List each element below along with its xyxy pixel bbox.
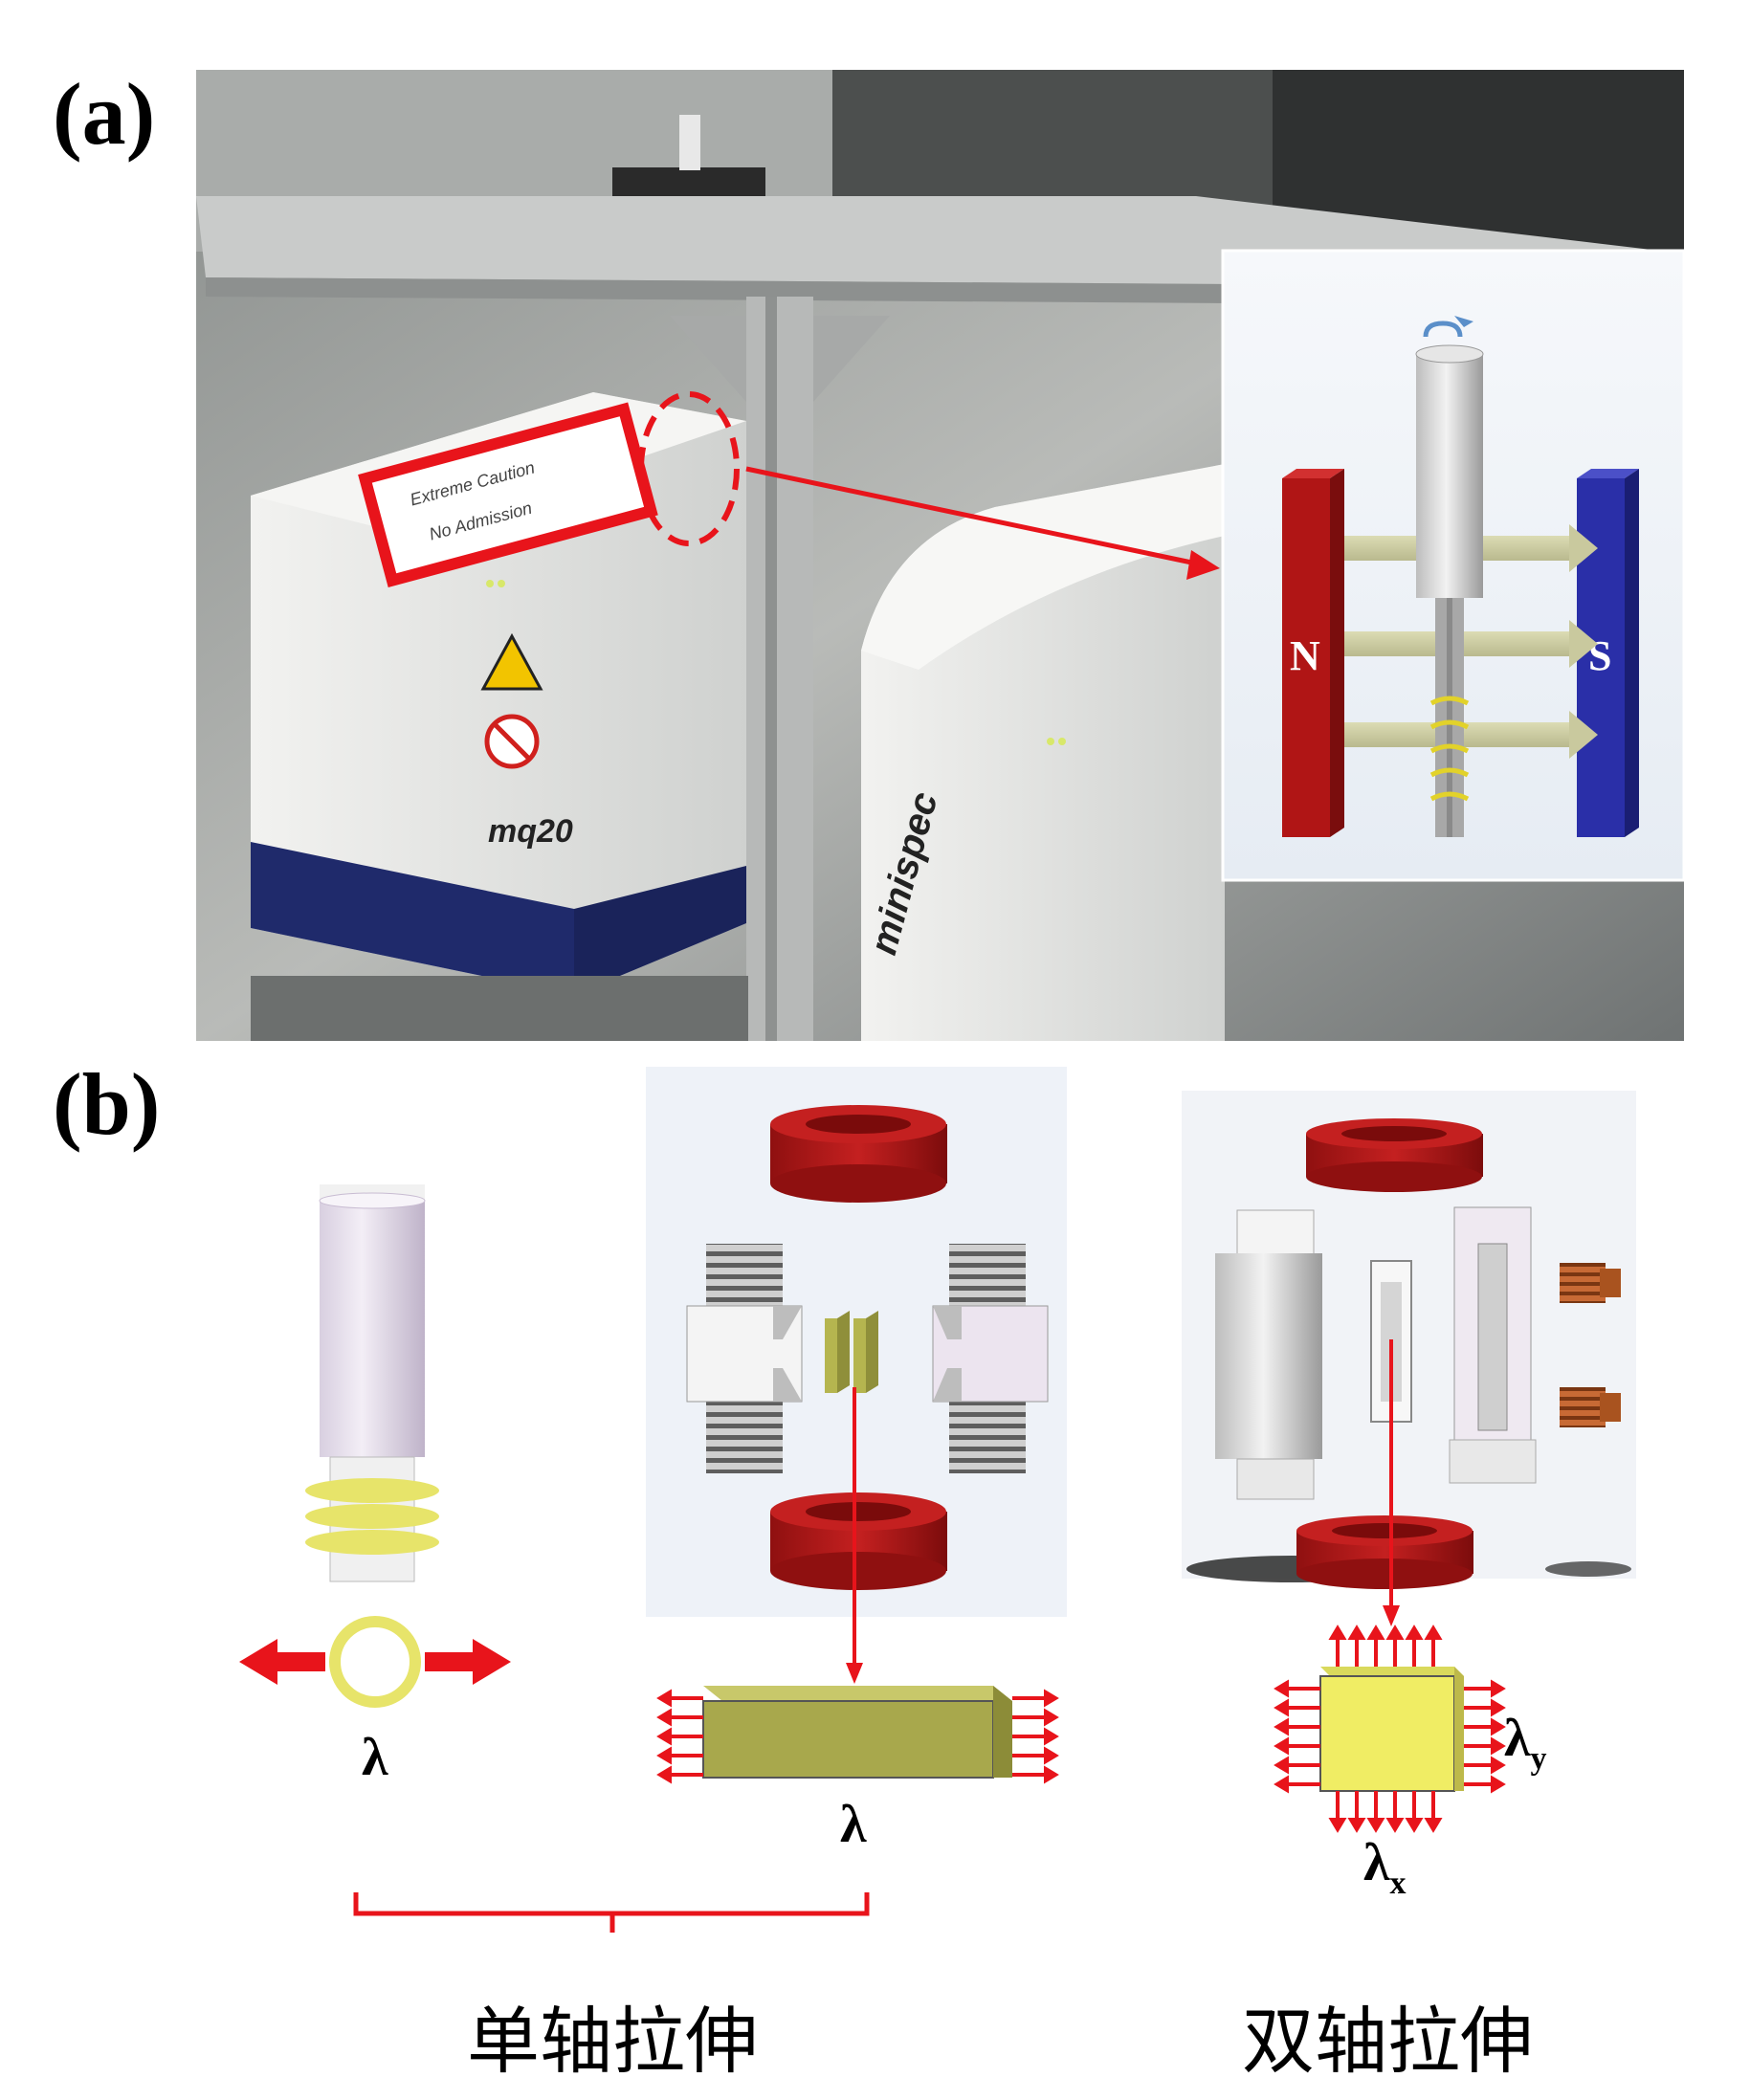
- film-strain-label: λ: [840, 1795, 867, 1854]
- north-pole-label: N: [1290, 632, 1320, 679]
- sample-position-highlight: [638, 391, 740, 546]
- uniaxial-right-clamp: [932, 1244, 1049, 1473]
- film-strain-arrows-right: [1012, 1689, 1059, 1784]
- biaxial-link-arrow: [1383, 1339, 1400, 1626]
- biaxial-top-magnet: [1306, 1118, 1483, 1192]
- uniaxial-left-clamp: [686, 1244, 803, 1473]
- callout-arrow: [745, 466, 1202, 567]
- biaxial-bottom-magnet: [1296, 1515, 1473, 1589]
- north-magnet: N: [1282, 469, 1344, 837]
- film-strain-arrows-left: [656, 1689, 703, 1784]
- strain-y-subscript: y: [1531, 1741, 1547, 1777]
- strain-x-symbol: λ: [1363, 1833, 1390, 1892]
- uniaxial-film-strips: [825, 1311, 878, 1393]
- biaxial-arrows-right: [1464, 1679, 1506, 1794]
- biaxial-arrows-left: [1274, 1679, 1320, 1794]
- tube-sample-diagram: [305, 1184, 439, 1582]
- magnet-warning-icon: [480, 632, 543, 691]
- mq20-model-text: mq20: [488, 813, 573, 850]
- tube-strain-arrow-left: [239, 1639, 325, 1685]
- strain-x-label: λx: [1363, 1833, 1407, 1901]
- biaxial-arrows-bottom: [1328, 1791, 1443, 1833]
- biaxial-stretch-rig: [1182, 1091, 1636, 1589]
- uniaxial-stretched-film: λ: [656, 1686, 1059, 1854]
- strain-x-subscript: x: [1390, 1866, 1407, 1901]
- tube-cross-section: λ: [239, 1616, 511, 1787]
- mq20-instrument: Extreme Caution No Admission mq20: [251, 392, 748, 1041]
- tube-coil: [305, 1478, 439, 1555]
- tube-strain-label: λ: [362, 1728, 388, 1787]
- minispec-instrument: minispec: [861, 464, 1225, 1041]
- south-magnet: S: [1577, 469, 1639, 837]
- uniaxial-group-bracket: [353, 1892, 870, 1933]
- panel-a-label: (a): [53, 65, 155, 163]
- uniaxial-bottom-magnet: [770, 1492, 947, 1590]
- panel-b-label: (b): [53, 1055, 160, 1153]
- inset-magnet-schematic: N S: [1221, 249, 1686, 882]
- biaxial-right-block: [1449, 1206, 1537, 1484]
- biaxial-arrows-top: [1328, 1625, 1443, 1667]
- rotation-icon: [1423, 321, 1463, 338]
- uniaxial-link-arrow: [846, 1387, 863, 1684]
- strain-y-label: λy: [1504, 1709, 1547, 1777]
- uniaxial-top-magnet: [770, 1105, 947, 1203]
- biaxial-stretched-film: λy λx: [1274, 1625, 1547, 1901]
- biaxial-left-block: [1215, 1209, 1322, 1500]
- tube-strain-arrow-right: [425, 1639, 511, 1685]
- sample-stage: [612, 167, 765, 196]
- probe-coil: [1429, 696, 1470, 802]
- strain-y-symbol: λ: [1504, 1709, 1531, 1768]
- caution-label: Extreme Caution No Admission: [358, 402, 658, 587]
- uniaxial-caption: 单轴拉伸: [467, 1999, 758, 2084]
- biaxial-caption: 双轴拉伸: [1242, 1999, 1533, 2084]
- biaxial-screws: [1560, 1263, 1621, 1427]
